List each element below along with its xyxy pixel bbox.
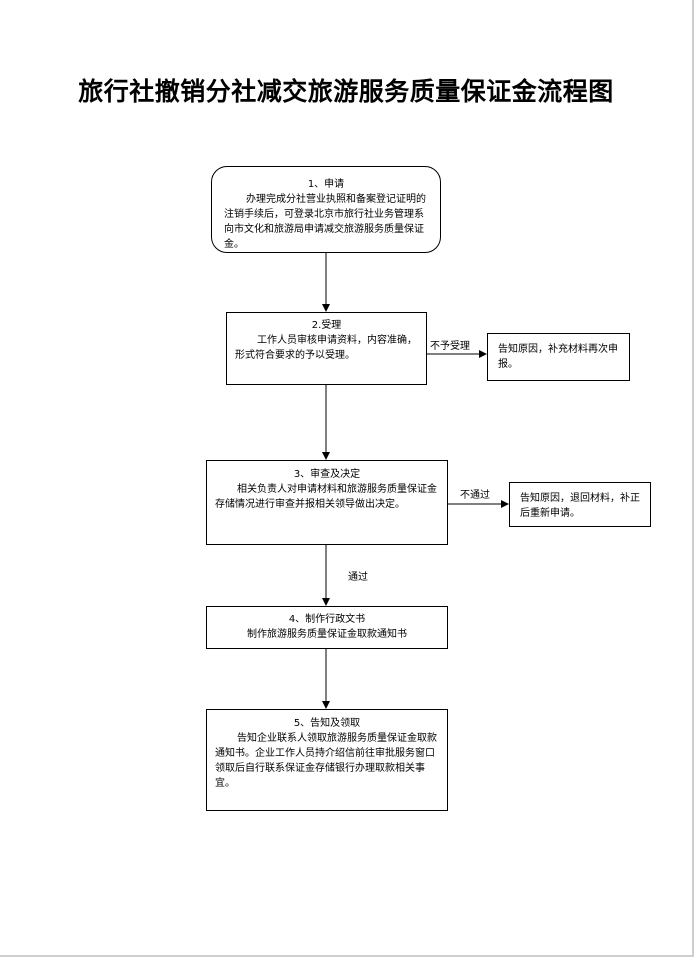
step-5-heading: 5、告知及领取 <box>293 718 361 729</box>
step-5-text: 告知企业联系人领取旅游服务质量保证金取款通知书。企业工作人员持介绍信前往审批服务… <box>215 733 437 789</box>
step-1-heading: 1、申请 <box>307 179 345 190</box>
step-4-text: 制作旅游服务质量保证金取款通知书 <box>247 629 407 640</box>
step-2-text: 工作人员审核申请资料，内容准确，形式符合要求的予以受理。 <box>235 335 417 361</box>
fail-label: 不通过 <box>460 490 490 501</box>
step-3-heading: 3、审查及决定 <box>293 469 361 480</box>
step-3-box: 3、审查及决定 相关负责人对申请材料和旅游服务质量保证金存储情况进行审查并报相关… <box>206 460 448 545</box>
fail-box: 告知原因，退回材料，补正后重新申请。 <box>509 482 651 527</box>
pass-label: 通过 <box>348 572 368 583</box>
page-title: 旅行社撤销分社减交旅游服务质量保证金流程图 <box>78 77 614 106</box>
step-1-box: 1、申请 办理完成分社营业执照和备案登记证明的注销手续后，可登录北京市旅行社业务… <box>211 166 441 253</box>
step-3-text: 相关负责人对申请材料和旅游服务质量保证金存储情况进行审查并报相关领导做出决定。 <box>215 484 437 510</box>
step-1-text: 办理完成分社营业执照和备案登记证明的注销手续后，可登录北京市旅行社业务管理系向市… <box>224 194 426 250</box>
reject-text: 告知原因，补充材料再次申报。 <box>498 344 618 370</box>
step-4-heading: 4、制作行政文书 <box>288 614 366 625</box>
step-4-box: 4、制作行政文书 制作旅游服务质量保证金取款通知书 <box>206 606 448 649</box>
reject-box: 告知原因，补充材料再次申报。 <box>487 333 630 381</box>
step-2-box: 2.受理 工作人员审核申请资料，内容准确，形式符合要求的予以受理。 <box>226 312 427 385</box>
fail-text: 告知原因，退回材料，补正后重新申请。 <box>520 493 640 519</box>
step-2-heading: 2.受理 <box>311 320 342 331</box>
reject-label: 不予受理 <box>430 341 470 352</box>
step-5-box: 5、告知及领取 告知企业联系人领取旅游服务质量保证金取款通知书。企业工作人员持介… <box>206 709 448 811</box>
